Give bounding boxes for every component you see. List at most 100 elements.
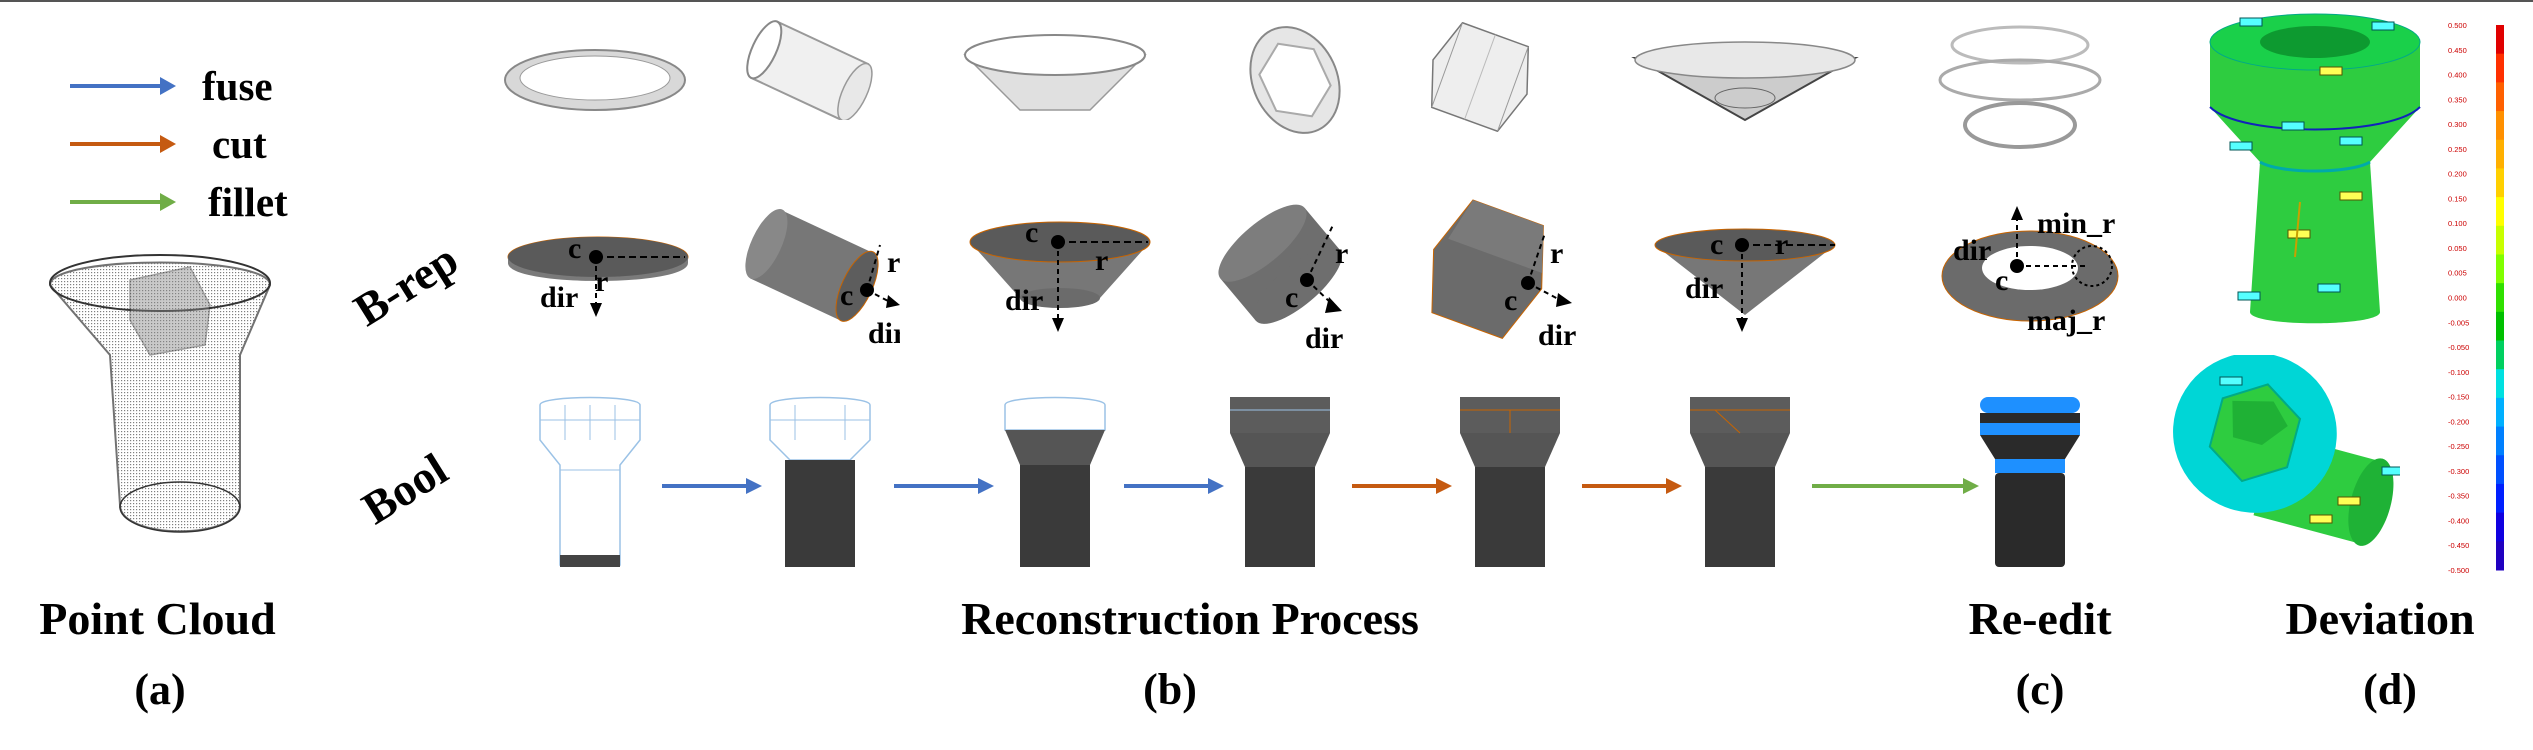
brep-hex-prism: r c dir [1431,199,1576,352]
colorbar-tick-label: 0.100 [2448,219,2467,228]
colorbar-segment [2496,25,2504,55]
brep-hex-c-label: c [1504,284,1517,317]
colorbar-segment [2496,397,2504,428]
brep-disk: c r dir [507,232,689,317]
brep-flat-cone: c r dir [1654,228,1836,332]
colorbar-segment [2496,283,2504,313]
colorbar-segment [2496,340,2504,370]
brep-torus-minr-label: min_r [2037,207,2115,240]
sublabel-d: (d) [2363,665,2417,714]
colorbar-tick-label: -0.500 [2448,566,2469,575]
brep-disk-r-label: r [595,265,608,298]
caption-reconstruction: Reconstruction Process [961,593,1419,644]
brep-torus-c-label: c [1995,264,2008,297]
colorbar-tick-label: -0.050 [2448,343,2469,352]
bool-step-2 [1004,396,1106,567]
colorbar-segment [2496,369,2504,399]
caption-point-cloud: Point Cloud [39,593,276,644]
top-border [0,0,2533,2]
brep-cone-dir-label: dir [1005,284,1043,317]
legend-cut-label: cut [212,121,267,167]
brep-flatcone-r-label: r [1775,228,1788,261]
colorbar-tick-label: -0.450 [2448,541,2469,550]
colorbar-tick-label: 0.250 [2448,145,2467,154]
colorbar-segment [2496,541,2504,571]
colorbar-tick-label: 0.400 [2448,71,2467,80]
reedit-model [1980,397,2080,567]
brep-cyl-r-label: r [887,246,900,279]
colorbar-segment [2496,483,2504,514]
colorbar-segment [2496,53,2504,83]
wire-cone-bowl [963,34,1147,111]
colorbar-segment [2496,254,2504,284]
bool-arrow-5-cut [1582,478,1682,494]
bool-step-1 [769,396,871,567]
colorbar-segment [2496,512,2504,542]
colorbar-tick-label: 0.005 [2448,269,2467,278]
colorbar-tick-label: -0.100 [2448,368,2469,377]
brep-cyl-c-label: c [840,279,853,312]
bool-arrow-3-fuse [1124,478,1224,494]
deviation-model-front [2209,13,2421,324]
sublabel-c: (c) [2015,665,2065,714]
colorbar-tick-label: -0.150 [2448,393,2469,402]
legend-fillet-label: fillet [208,179,288,225]
deviation-model-top [2173,355,2400,546]
bool-arrow-2-fuse [894,478,994,494]
brep-torus-majr-label: maj_r [2027,304,2105,337]
colorbar-segment [2496,111,2504,141]
colorbar-tick-label: 0.150 [2448,194,2467,203]
legend-fillet: fillet [68,178,288,226]
brep-hex-r-label: r [1550,237,1563,270]
wire-cylinder [746,20,873,120]
colorbar-tick-label: 0.500 [2448,21,2467,30]
colorbar-segment [2496,225,2504,255]
colorbar-tick-label: 0.300 [2448,120,2467,129]
colorbar-segment [2496,168,2504,198]
brep-hex-dir-label: dir [1538,319,1576,352]
colorbar-tick-label: 0.050 [2448,244,2467,253]
brep-tilt-r-label: r [1335,237,1348,270]
wire-hex-prism [1430,22,1530,132]
colorbar-tick-label: 0.200 [2448,170,2467,179]
wire-cone-flat [1631,41,1859,122]
legend-fuse-label: fuse [202,63,273,109]
colorbar-tick-label: -0.400 [2448,516,2469,525]
bool-arrow-4-cut [1352,478,1452,494]
caption-deviation: Deviation [2285,593,2475,644]
row-label-bool: Bool [353,443,457,534]
bool-step-4 [1460,397,1560,567]
brep-cone-c-label: c [1025,216,1038,249]
bool-arrow-1-fuse [662,478,762,494]
colorbar-tick-label: -0.350 [2448,492,2469,501]
colorbar-tick-label: 0.000 [2448,294,2467,303]
brep-cyl-dir-label: dir [868,317,900,350]
colorbar-segment [2496,455,2504,485]
bool-step-5 [1690,397,1790,567]
colorbar-segment [2496,426,2504,456]
colorbar-tick-label: 0.450 [2448,46,2467,55]
wire-ring-top [504,49,686,111]
brep-cone-r-label: r [1095,244,1108,277]
caption-reedit: Re-edit [1968,593,2112,644]
colorbar-tick-label: -0.300 [2448,467,2469,476]
deviation-colorbar: 0.500 0.450 0.400 0.350 0.300 0.250 0.200 0.150… [2448,21,2504,575]
sublabel-b: (b) [1143,665,1197,714]
brep-tilt-dir-label: dir [1305,322,1343,355]
brep-tilted-disk: r c dir [1218,204,1348,355]
brep-torus: min_r dir c maj_r [1941,206,2119,337]
sublabel-a: (a) [134,665,186,714]
colorbar-tick-label: 0.350 [2448,95,2467,104]
brep-torus-dir-label: dir [1953,234,1991,267]
legend-fuse: fuse [68,62,273,110]
bool-step-3 [1230,397,1330,567]
colorbar-segment [2496,197,2504,227]
brep-tilt-c-label: c [1285,281,1298,314]
fillet-arrow-icon [70,193,176,211]
colorbar-tick-label: -0.250 [2448,442,2469,451]
cut-arrow-icon [70,135,176,153]
bool-arrow-6-fillet [1812,478,1979,494]
wire-hex-ring [1249,26,1341,134]
brep-disk-c-label: c [568,232,581,265]
colorbar-segment [2496,311,2504,342]
